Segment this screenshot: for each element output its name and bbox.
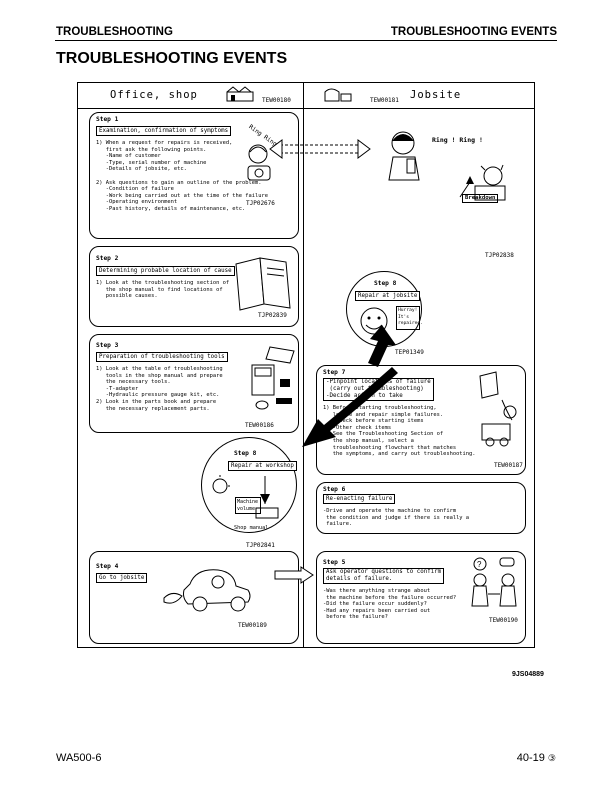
footer-model: WA500-6 — [56, 752, 102, 764]
code-tjp02676: TJP02676 — [246, 200, 275, 207]
column-divider — [303, 82, 304, 648]
machine-volume-label: Machine volume — [235, 497, 261, 515]
step7-label: Step 7 — [323, 369, 346, 376]
diagram-frame — [77, 82, 535, 648]
step1-text: 1) When a request for repairs is receive… — [96, 140, 269, 212]
tools-cabinet-icon — [251, 346, 295, 410]
jobsite-tent-icon — [324, 88, 352, 102]
step7-text: 1) Before starting troubleshooting, loca… — [323, 405, 476, 458]
svg-text:?: ? — [477, 560, 482, 569]
breakdown-label: Breakdown — [462, 194, 499, 203]
mechanic-repair-icon — [479, 371, 517, 447]
shop-manual-label: Shop manual — [234, 525, 269, 531]
broken-machine-icon — [459, 164, 506, 201]
code-tew00190: TEW00190 — [489, 617, 518, 624]
code-tjp02838: TJP02838 — [485, 252, 514, 259]
happy-mechanic-icon — [360, 307, 388, 335]
jobsite-ring-text: Ring ! Ring ! — [432, 136, 483, 144]
flow-arrows — [302, 325, 398, 447]
step8-jobsite-title: Repair at jobsite — [355, 291, 421, 301]
step5-label: Step 5 — [323, 559, 346, 566]
step4-label: Step 4 — [96, 563, 119, 570]
code-tew00180: TEW00180 — [262, 97, 291, 104]
figure-id: 9JS04889 — [512, 671, 544, 678]
step8-jobsite-label: Step 8 — [374, 280, 397, 287]
header-rule — [55, 40, 557, 41]
step3-text: 1) Look at the table of troubleshooting … — [96, 366, 223, 412]
code-tew00189: TEW00189 — [238, 622, 267, 629]
step2-label: Step 2 — [96, 255, 119, 262]
telephone-icon — [247, 144, 271, 181]
code-tjp02841: TJP02841 — [246, 542, 275, 549]
step3-box — [89, 334, 299, 433]
step2-text: 1) Look at the troubleshooting section o… — [96, 280, 230, 300]
footer-revision-mark: ③ — [547, 753, 556, 763]
footer-page-number: 40-19 — [516, 752, 545, 764]
car-driving-icon — [163, 569, 251, 612]
step6-title: Re-enacting failure — [323, 494, 396, 504]
operator-interview-icon: ? — [471, 557, 517, 607]
step8-workshop-label: Step 8 — [234, 450, 257, 457]
step2-title: Determining probable location of cause — [96, 266, 235, 276]
step1-title: Examination, confirmation of symptoms — [96, 126, 232, 136]
step6-text: -Drive and operate the machine to confir… — [323, 508, 470, 528]
office-column-title: Office, shop — [110, 89, 198, 101]
step5-text: -Was there anything strange about the ma… — [323, 588, 457, 621]
step6-label: Step 6 — [323, 486, 346, 493]
code-tew00187: TEW00187 — [494, 462, 523, 469]
step8-bubble: Hurray! It's repaired. — [396, 306, 423, 330]
code-tew00186: TEW00186 — [245, 422, 274, 429]
step4-to-step5-arrow — [274, 566, 314, 584]
step8-workshop-title: Repair at workshop — [228, 461, 297, 471]
running-header-topic: TROUBLESHOOTING EVENTS — [390, 26, 557, 38]
step5-box — [316, 551, 526, 644]
workshop-illustration — [212, 475, 279, 519]
running-header-section: TROUBLESHOOTING — [56, 26, 173, 38]
step4-title: Go to jobsite — [96, 573, 148, 583]
step3-title: Preparation of troubleshooting tools — [96, 352, 228, 362]
column-header-rule — [77, 108, 535, 109]
operator-phone-icon — [388, 131, 420, 181]
step6-box — [316, 482, 526, 534]
code-tep01349: TEP01349 — [395, 349, 424, 356]
shop-manual-book-icon — [235, 257, 291, 311]
step3-label: Step 3 — [96, 342, 119, 349]
jobsite-column-title: Jobsite — [410, 89, 462, 101]
step5-title: Ask operator questions to confirm detail… — [323, 568, 445, 584]
office-building-icon — [226, 86, 254, 102]
communication-arrow — [269, 139, 371, 159]
page-title: TROUBLESHOOTING EVENTS — [56, 50, 288, 67]
step1-label: Step 1 — [96, 116, 119, 123]
footer-page: 40-19 ③ — [517, 752, 556, 764]
code-tew00181: TEW00181 — [370, 97, 399, 104]
code-tjp02839: TJP02839 — [258, 312, 287, 319]
step8-workshop-circle — [201, 437, 297, 533]
